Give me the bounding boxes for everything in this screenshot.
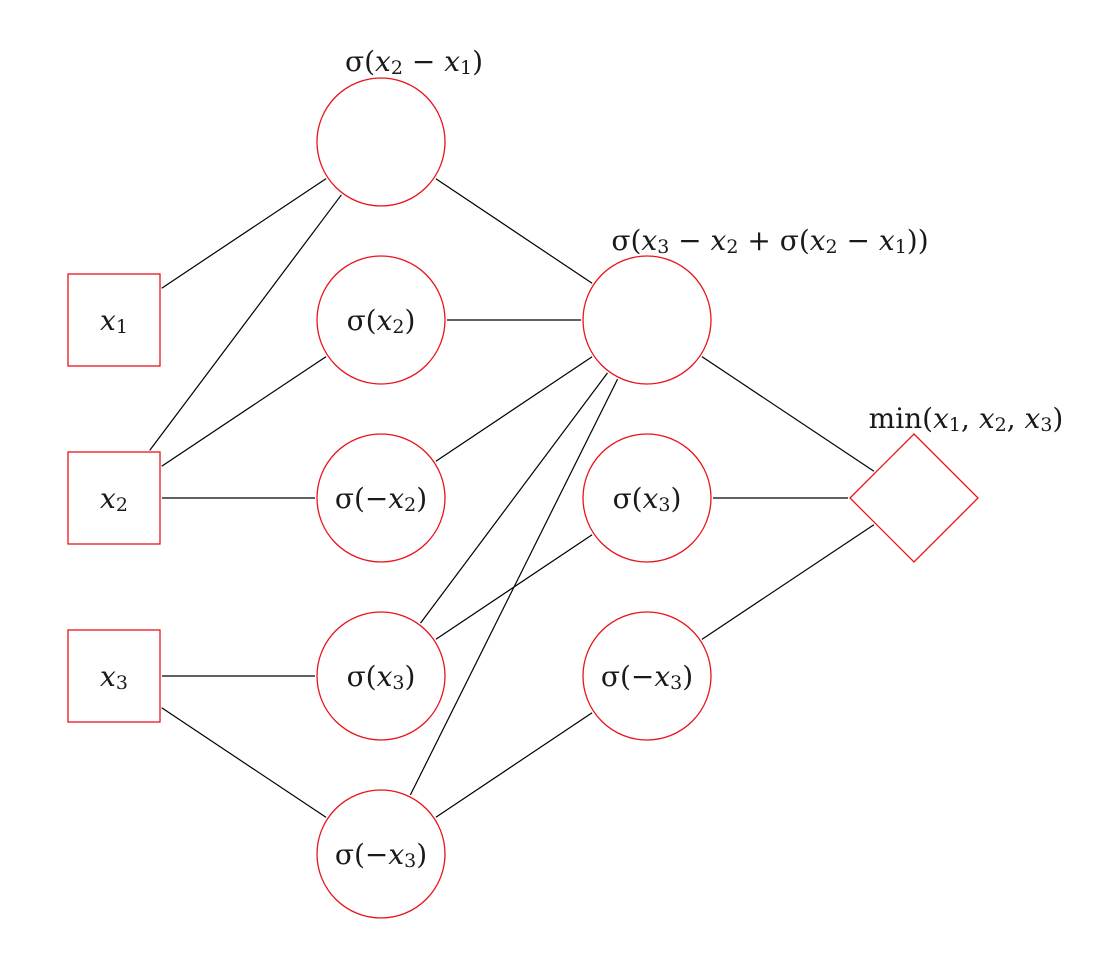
annotation-out-min: min(x1, x2, x3) <box>869 402 1064 436</box>
node-h-sig-neg-x2 <box>316 433 446 563</box>
edge-h2_sig_neg_x3-to-out_min <box>701 524 875 640</box>
label-h2-sig-x3: σ(x3) <box>613 482 682 516</box>
node-x2 <box>67 451 161 545</box>
label-h2-sig-neg-x3: σ(−x3) <box>601 660 693 694</box>
label-h-sig-x2: σ(x2) <box>347 304 416 338</box>
label-h-sig-neg-x2: σ(−x2) <box>335 482 427 516</box>
edge-h2_combo-to-out_min <box>701 356 875 472</box>
label-x1: x1 <box>100 304 128 338</box>
edge-x3-to-h_sig_neg_x3 <box>161 707 327 818</box>
node-out-min <box>849 433 979 563</box>
edge-x1-to-h_x2_minus_x1 <box>161 178 327 289</box>
edge-h_x2_minus_x1-to-h2_combo <box>435 178 593 284</box>
edge-x2-to-h_sig_x2 <box>161 356 327 467</box>
edge-h_sig_neg_x3-to-h2_sig_neg_x3 <box>435 712 593 818</box>
annotation-h-x2-minus-x1: σ(x2 − x1) <box>345 45 483 79</box>
node-x3 <box>67 629 161 723</box>
annotation-h2-combo: σ(x3 − x2 + σ(x2 − x1)) <box>611 224 928 258</box>
label-x3: x3 <box>100 660 128 694</box>
label-h-sig-x3: σ(x3) <box>347 660 416 694</box>
node-h2-combo <box>582 255 712 385</box>
node-h-sig-neg-x3 <box>316 789 446 919</box>
edges-layer <box>149 178 875 818</box>
node-x1 <box>67 273 161 367</box>
label-h-sig-neg-x3: σ(−x3) <box>335 838 427 872</box>
node-h-sig-x2 <box>316 255 446 385</box>
node-h2-sig-neg-x3 <box>582 611 712 741</box>
node-h-sig-x3 <box>316 611 446 741</box>
nodes-layer <box>67 77 979 919</box>
edge-h_sig_neg_x2-to-h2_combo <box>435 356 593 462</box>
edge-h_sig_x3-to-h2_sig_x3 <box>435 534 593 640</box>
label-x2: x2 <box>100 482 128 516</box>
node-h2-sig-x3 <box>582 433 712 563</box>
edge-h_sig_x3-to-h2_combo <box>420 372 608 624</box>
labels-layer: x1 x2 x3 σ(x2) σ(−x2) σ(x3) σ(−x3) σ(x3) σ(−x3) σ… <box>100 45 1063 872</box>
node-h-x2-minus-x1 <box>316 77 446 207</box>
edge-x2-to-h_x2_minus_x1 <box>149 194 342 451</box>
